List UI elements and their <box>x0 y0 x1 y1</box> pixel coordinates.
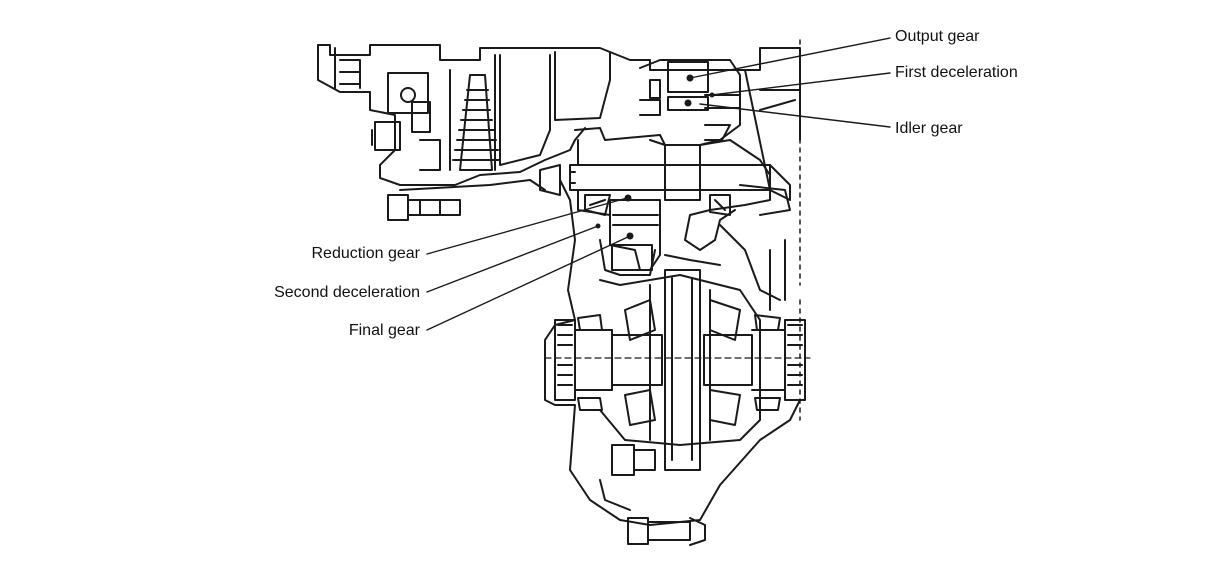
upper-housing <box>317 44 801 186</box>
pulley-cone <box>449 51 611 171</box>
leader-final-gear <box>426 235 631 331</box>
leader-first-deceleration <box>711 72 891 96</box>
label-final-gear: Final gear <box>348 322 420 339</box>
leader-reduction-gear <box>426 197 628 255</box>
leader-second-deceleration <box>426 225 599 293</box>
label-idler-gear: Idler gear <box>895 120 963 137</box>
reduction-gear-shaft <box>539 127 771 276</box>
differential-housing <box>544 179 811 526</box>
right-housing <box>739 39 801 421</box>
leader-output-gear <box>689 37 891 79</box>
label-second-deceleration: Second deceleration <box>274 284 420 301</box>
label-reduction-gear: Reduction gear <box>311 245 420 262</box>
output-gear-block <box>639 59 741 201</box>
leader-lines <box>426 37 891 331</box>
label-first-deceleration: First deceleration <box>895 64 1018 81</box>
left-bolt <box>387 179 546 221</box>
leader-idler-gear <box>699 103 891 128</box>
label-output-gear: Output gear <box>895 28 980 45</box>
lower-bolts <box>599 444 706 546</box>
